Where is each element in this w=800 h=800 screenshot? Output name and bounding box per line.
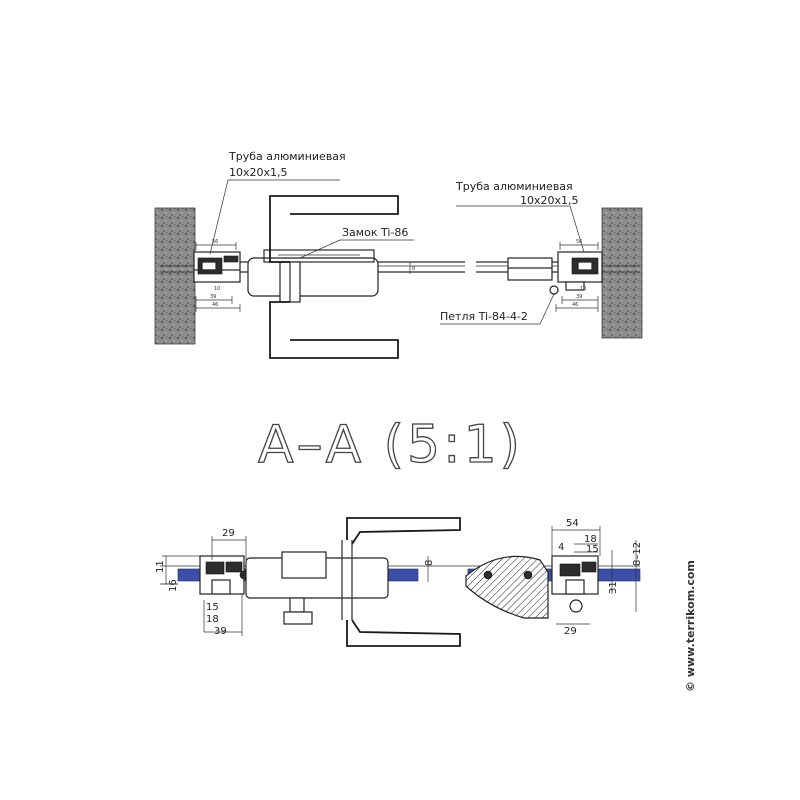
- dim-top-right-46: 46: [572, 302, 578, 308]
- leader-lock: [299, 239, 414, 259]
- left-tube-label: Труба алюминиевая: [228, 150, 346, 163]
- dim-top-left-56: 56: [212, 239, 218, 245]
- lock-label: Замок Ti-86: [342, 226, 408, 239]
- dim-18-left: 18: [206, 614, 219, 625]
- dim-top-mid-8: 8: [412, 266, 415, 272]
- door-handle-top-view: [269, 195, 399, 359]
- dim-8-12: 8–12: [632, 542, 643, 566]
- right-hinge-body: [465, 555, 549, 619]
- dim-top-right-10: 10: [580, 286, 586, 292]
- right-tube-size-label: 10x20x1,5: [520, 194, 579, 207]
- section-title: A–A (5:1): [258, 415, 523, 475]
- dim-54: 54: [566, 518, 579, 529]
- dim-15-left: 15: [206, 602, 219, 613]
- dim-top-left-39: 39: [210, 294, 216, 300]
- left-wall: [154, 207, 196, 345]
- dim-top-right-56: 56: [576, 239, 582, 245]
- dim-16: 16: [168, 579, 179, 592]
- right-wall: [601, 207, 643, 339]
- right-section-profile: [483, 555, 599, 595]
- dim-top-left-46: 46: [212, 302, 218, 308]
- dim-29-top: 29: [222, 528, 235, 539]
- lock-section: [245, 540, 389, 625]
- left-tube-profile: [160, 251, 241, 283]
- lock-body: [247, 249, 379, 303]
- dim-8-mid: 8: [424, 560, 435, 566]
- leader-right-tube: [456, 205, 585, 253]
- dim-4: 4: [558, 542, 564, 553]
- left-tube-size-label: 10x20x1,5: [229, 166, 288, 179]
- right-tube-label: Труба алюминиевая: [455, 180, 573, 193]
- door-handle-section: [346, 517, 461, 647]
- hinge-label: Петля Ti-84-4-2: [440, 310, 528, 323]
- dim-18-right: 18: [584, 534, 597, 545]
- dim-11: 11: [155, 560, 166, 573]
- copyright-text: © www.terrikom.com: [684, 560, 697, 692]
- dim-39: 39: [214, 626, 227, 637]
- dim-31: 31: [608, 581, 619, 594]
- dim-top-right-39: 39: [576, 294, 582, 300]
- top-plan-view: [154, 179, 643, 359]
- leader-hinge: [440, 293, 555, 325]
- right-hinge-profile: [507, 251, 640, 295]
- dim-15-right: 15: [586, 544, 599, 555]
- bottom-section-view: [160, 517, 641, 647]
- leader-left-tube: [209, 179, 340, 255]
- dim-top-left-10: 10: [214, 286, 220, 292]
- dim-29-bottom: 29: [564, 626, 577, 637]
- left-section-profile: [199, 555, 249, 595]
